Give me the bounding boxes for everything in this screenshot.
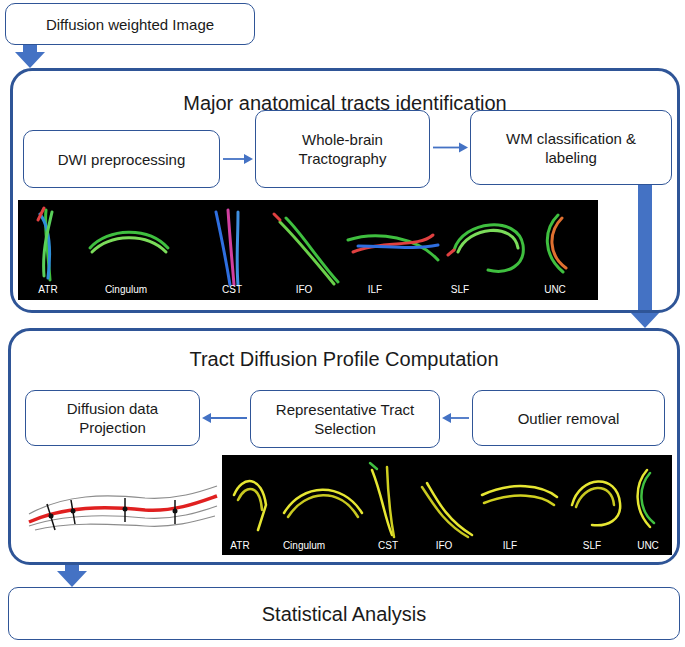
flow-arrow — [202, 413, 247, 423]
process-box: Statistical Analysis — [8, 587, 680, 640]
process-box: Outlier removal — [472, 390, 665, 446]
tract-label: ILF — [368, 284, 382, 296]
flow-arrow — [223, 154, 253, 164]
box-label: DWI preprocessing — [58, 150, 186, 169]
box-label: Diffusion weighted Image — [46, 15, 214, 34]
process-box: Diffusion weighted Image — [5, 3, 255, 45]
stage-panel: Major anatomical tracts identificationDW… — [10, 68, 680, 313]
tract-label: IFO — [436, 540, 453, 552]
tract-label: ATR — [38, 284, 57, 296]
process-box: WM classification & labeling — [470, 110, 672, 185]
flow-arrow — [433, 143, 468, 153]
process-box: Whole-brain Tractography — [255, 110, 430, 188]
box-label: Representative Tract Selection — [259, 400, 431, 438]
flow-arrow — [15, 45, 45, 68]
tract-label: UNC — [637, 540, 659, 552]
tract-label: SLF — [451, 284, 469, 296]
tract-label: ILF — [503, 540, 517, 552]
tract-label: IFO — [296, 284, 313, 296]
tract-label: SLF — [583, 540, 601, 552]
stage-panel: Tract Diffusion Profile ComputationDiffu… — [8, 328, 680, 565]
box-label: Diffusion data Projection — [34, 399, 191, 437]
flow-arrow — [57, 565, 87, 587]
flow-arrow — [442, 413, 469, 423]
tract-label: ATR — [230, 540, 249, 552]
tract-label: Cingulum — [283, 540, 325, 552]
process-box: DWI preprocessing — [23, 130, 220, 188]
tract-label: Cingulum — [105, 284, 147, 296]
process-box: Diffusion data Projection — [25, 390, 200, 446]
tract-label: CST — [378, 540, 398, 552]
projection-sketch — [25, 480, 220, 535]
box-label: Outlier removal — [518, 409, 620, 428]
panel-heading: Tract Diffusion Profile Computation — [11, 347, 677, 371]
flow-arrow — [630, 185, 660, 328]
tract-label: CST — [222, 284, 242, 296]
box-label: Statistical Analysis — [262, 602, 427, 626]
box-label: WM classification & labeling — [479, 129, 663, 167]
tract-label: UNC — [544, 284, 566, 296]
process-box: Representative Tract Selection — [250, 390, 440, 448]
box-label: Whole-brain Tractography — [264, 130, 421, 168]
